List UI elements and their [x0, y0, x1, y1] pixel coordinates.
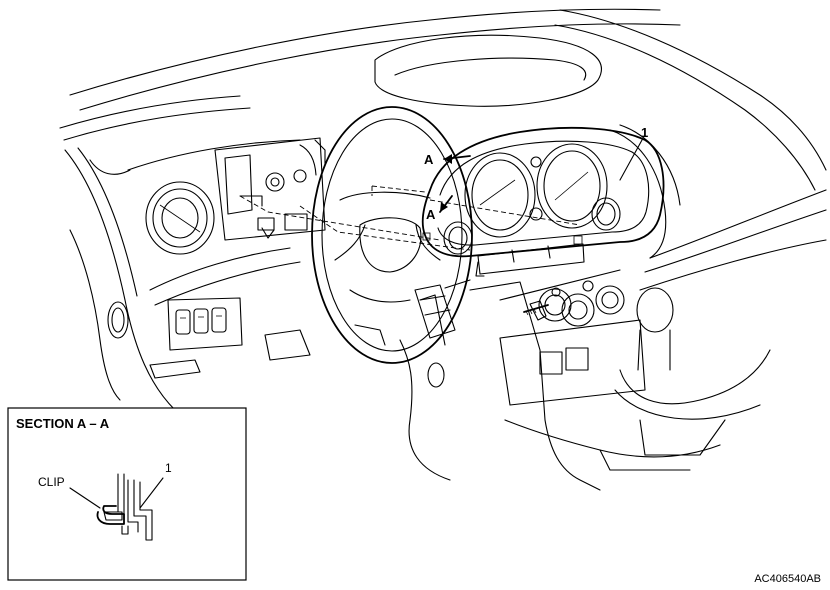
steering-column [414, 279, 471, 339]
section-arrow-lower [439, 195, 453, 213]
instrument-cluster [421, 126, 665, 277]
upper-storage-lid [374, 34, 602, 107]
section-inset: SECTION A – A CLIP 1 [7, 407, 247, 581]
part-1-leader [619, 139, 643, 181]
steering-wheel [311, 106, 473, 364]
part-number-callout: 1 [641, 125, 648, 140]
section-letter-lower: A [426, 207, 436, 222]
cluster-mount-bracket [214, 137, 326, 241]
figure-code: AC406540AB [754, 573, 821, 585]
dashboard-top [59, 8, 827, 191]
gear-shifter [614, 287, 771, 456]
center-console [469, 269, 721, 491]
section-title: SECTION A – A [16, 416, 110, 431]
left-switch-cluster [149, 297, 243, 379]
section-part-number: 1 [165, 461, 172, 475]
left-round-vent [145, 181, 215, 255]
clip-label: CLIP [38, 475, 65, 489]
floor-lines [264, 294, 451, 481]
left-dash-panel [64, 139, 301, 411]
mounting-screw [523, 300, 549, 321]
section-inset-frame [7, 407, 247, 581]
far-left-vent [107, 301, 129, 339]
section-arrow-upper [443, 154, 471, 164]
clip-leader [69, 487, 101, 509]
right-dash-panel [609, 124, 827, 291]
section-letter-upper: A [424, 152, 434, 167]
alignment-dashes [239, 185, 581, 251]
section-part-leader [139, 477, 164, 509]
clip-section-drawing [96, 473, 153, 541]
